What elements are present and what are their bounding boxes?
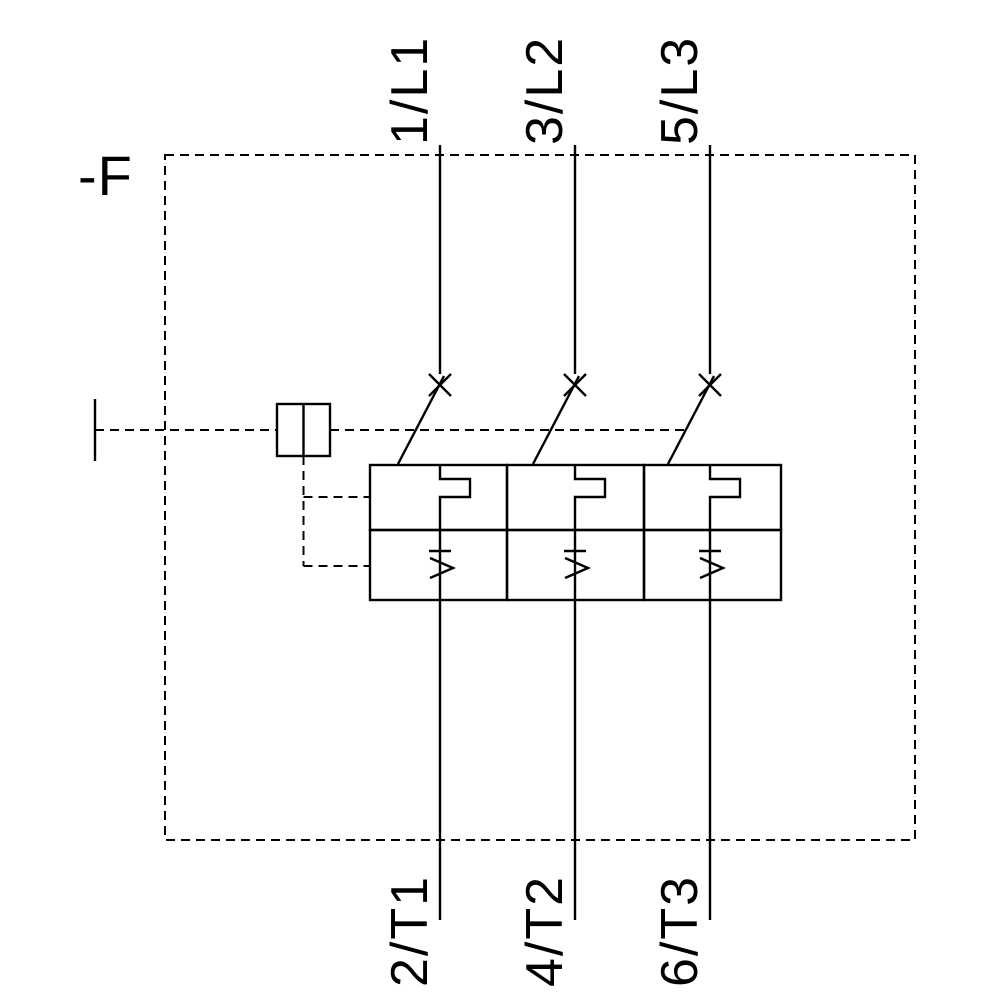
pole-1-overcurrent-chevron: [429, 556, 457, 580]
mechanism-linkage: [93, 399, 688, 567]
pole-1-load-conductor-thermal-release-icon: [438, 465, 472, 920]
terminal-label-top-2: 3/L2: [516, 35, 574, 145]
pole-1-switch-blade: [396, 375, 446, 465]
terminal-label-bottom-2: 4/T2: [516, 874, 574, 987]
pole-1-overcurrent-release-icon: [429, 549, 457, 580]
terminal-label-bottom-3: 6/T3: [651, 874, 709, 987]
overcurrent-release-box-1: [368, 528, 509, 602]
pole-3-overcurrent-chevron: [699, 556, 727, 580]
pole-3: [666, 145, 742, 920]
device-designation-label: -F: [78, 144, 133, 207]
release-boxes: [368, 463, 783, 602]
pole-3-load-conductor-thermal-release-icon: [708, 465, 742, 920]
enclosure-dashed-outline: [164, 154, 916, 841]
pole-3-overcurrent-release-icon: [699, 549, 727, 580]
pole-3-switch-blade: [666, 375, 716, 465]
pole-2-overcurrent-release-icon: [564, 549, 592, 580]
terminal-label-top-3: 5/L3: [651, 35, 709, 145]
pole-2-overcurrent-chevron: [564, 556, 592, 580]
terminal-label-bottom-1: 2/T1: [381, 874, 439, 987]
pole-2: [531, 145, 607, 920]
pole-2-switch-blade: [531, 375, 581, 465]
pole-1: [396, 145, 472, 920]
terminal-label-top-1: 1/L1: [381, 35, 439, 145]
overcurrent-release-box-3: [642, 528, 783, 602]
thermal-release-box-1: [368, 463, 509, 532]
pole-2-load-conductor-thermal-release-icon: [573, 465, 607, 920]
